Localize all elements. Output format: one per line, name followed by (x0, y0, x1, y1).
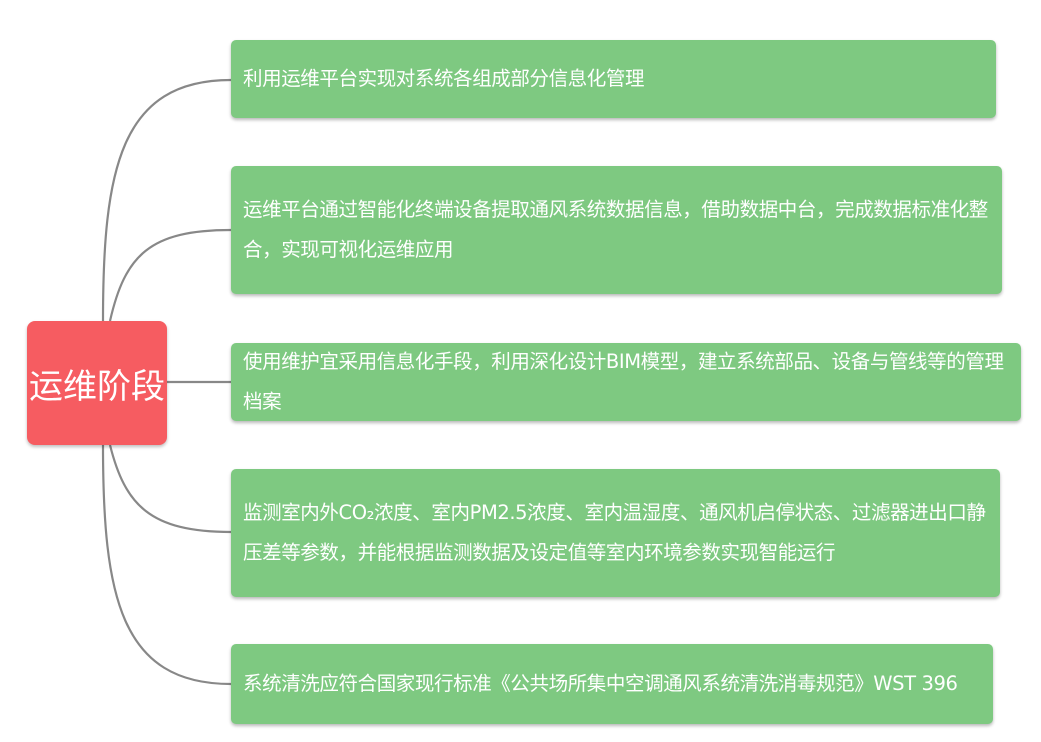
root-node[interactable]: 运维阶段 (27, 321, 167, 445)
branch-node-smart-terminal[interactable]: 运维平台通过智能化终端设备提取通风系统数据信息，借助数据中台，完成数据标准化整合… (231, 166, 1002, 294)
branch-node-text: 使用维护宜采用信息化手段，利用深化设计BIM模型，建立系统部品、设备与管线等的管… (243, 350, 1004, 413)
branch-node-bim-archive[interactable]: 使用维护宜采用信息化手段，利用深化设计BIM模型，建立系统部品、设备与管线等的管… (231, 343, 1021, 421)
branch-node-text: 运维平台通过智能化终端设备提取通风系统数据信息，借助数据中台，完成数据标准化整合… (243, 198, 988, 261)
branch-node-info-management[interactable]: 利用运维平台实现对系统各组成部分信息化管理 (231, 40, 996, 118)
connector-line-4 (108, 444, 232, 534)
branch-node-cleaning-standard[interactable]: 系统清洗应符合国家现行标准《公共场所集中空调通风系统清洗消毒规范》WST 396 (231, 644, 993, 724)
root-node-label: 运维阶段 (29, 366, 165, 407)
connector-line-5 (101, 444, 232, 686)
connector-line-1 (101, 78, 232, 322)
branch-node-text: 监测室内外CO₂浓度、室内PM2.5浓度、室内温湿度、通风机启停状态、过滤器进出… (243, 501, 986, 564)
branch-node-text: 利用运维平台实现对系统各组成部分信息化管理 (243, 67, 645, 90)
branch-node-text: 系统清洗应符合国家现行标准《公共场所集中空调通风系统清洗消毒规范》WST 396 (243, 672, 958, 695)
branch-node-monitoring[interactable]: 监测室内外CO₂浓度、室内PM2.5浓度、室内温湿度、通风机启停状态、过滤器进出… (231, 469, 1000, 597)
connector-line-2 (108, 228, 232, 322)
